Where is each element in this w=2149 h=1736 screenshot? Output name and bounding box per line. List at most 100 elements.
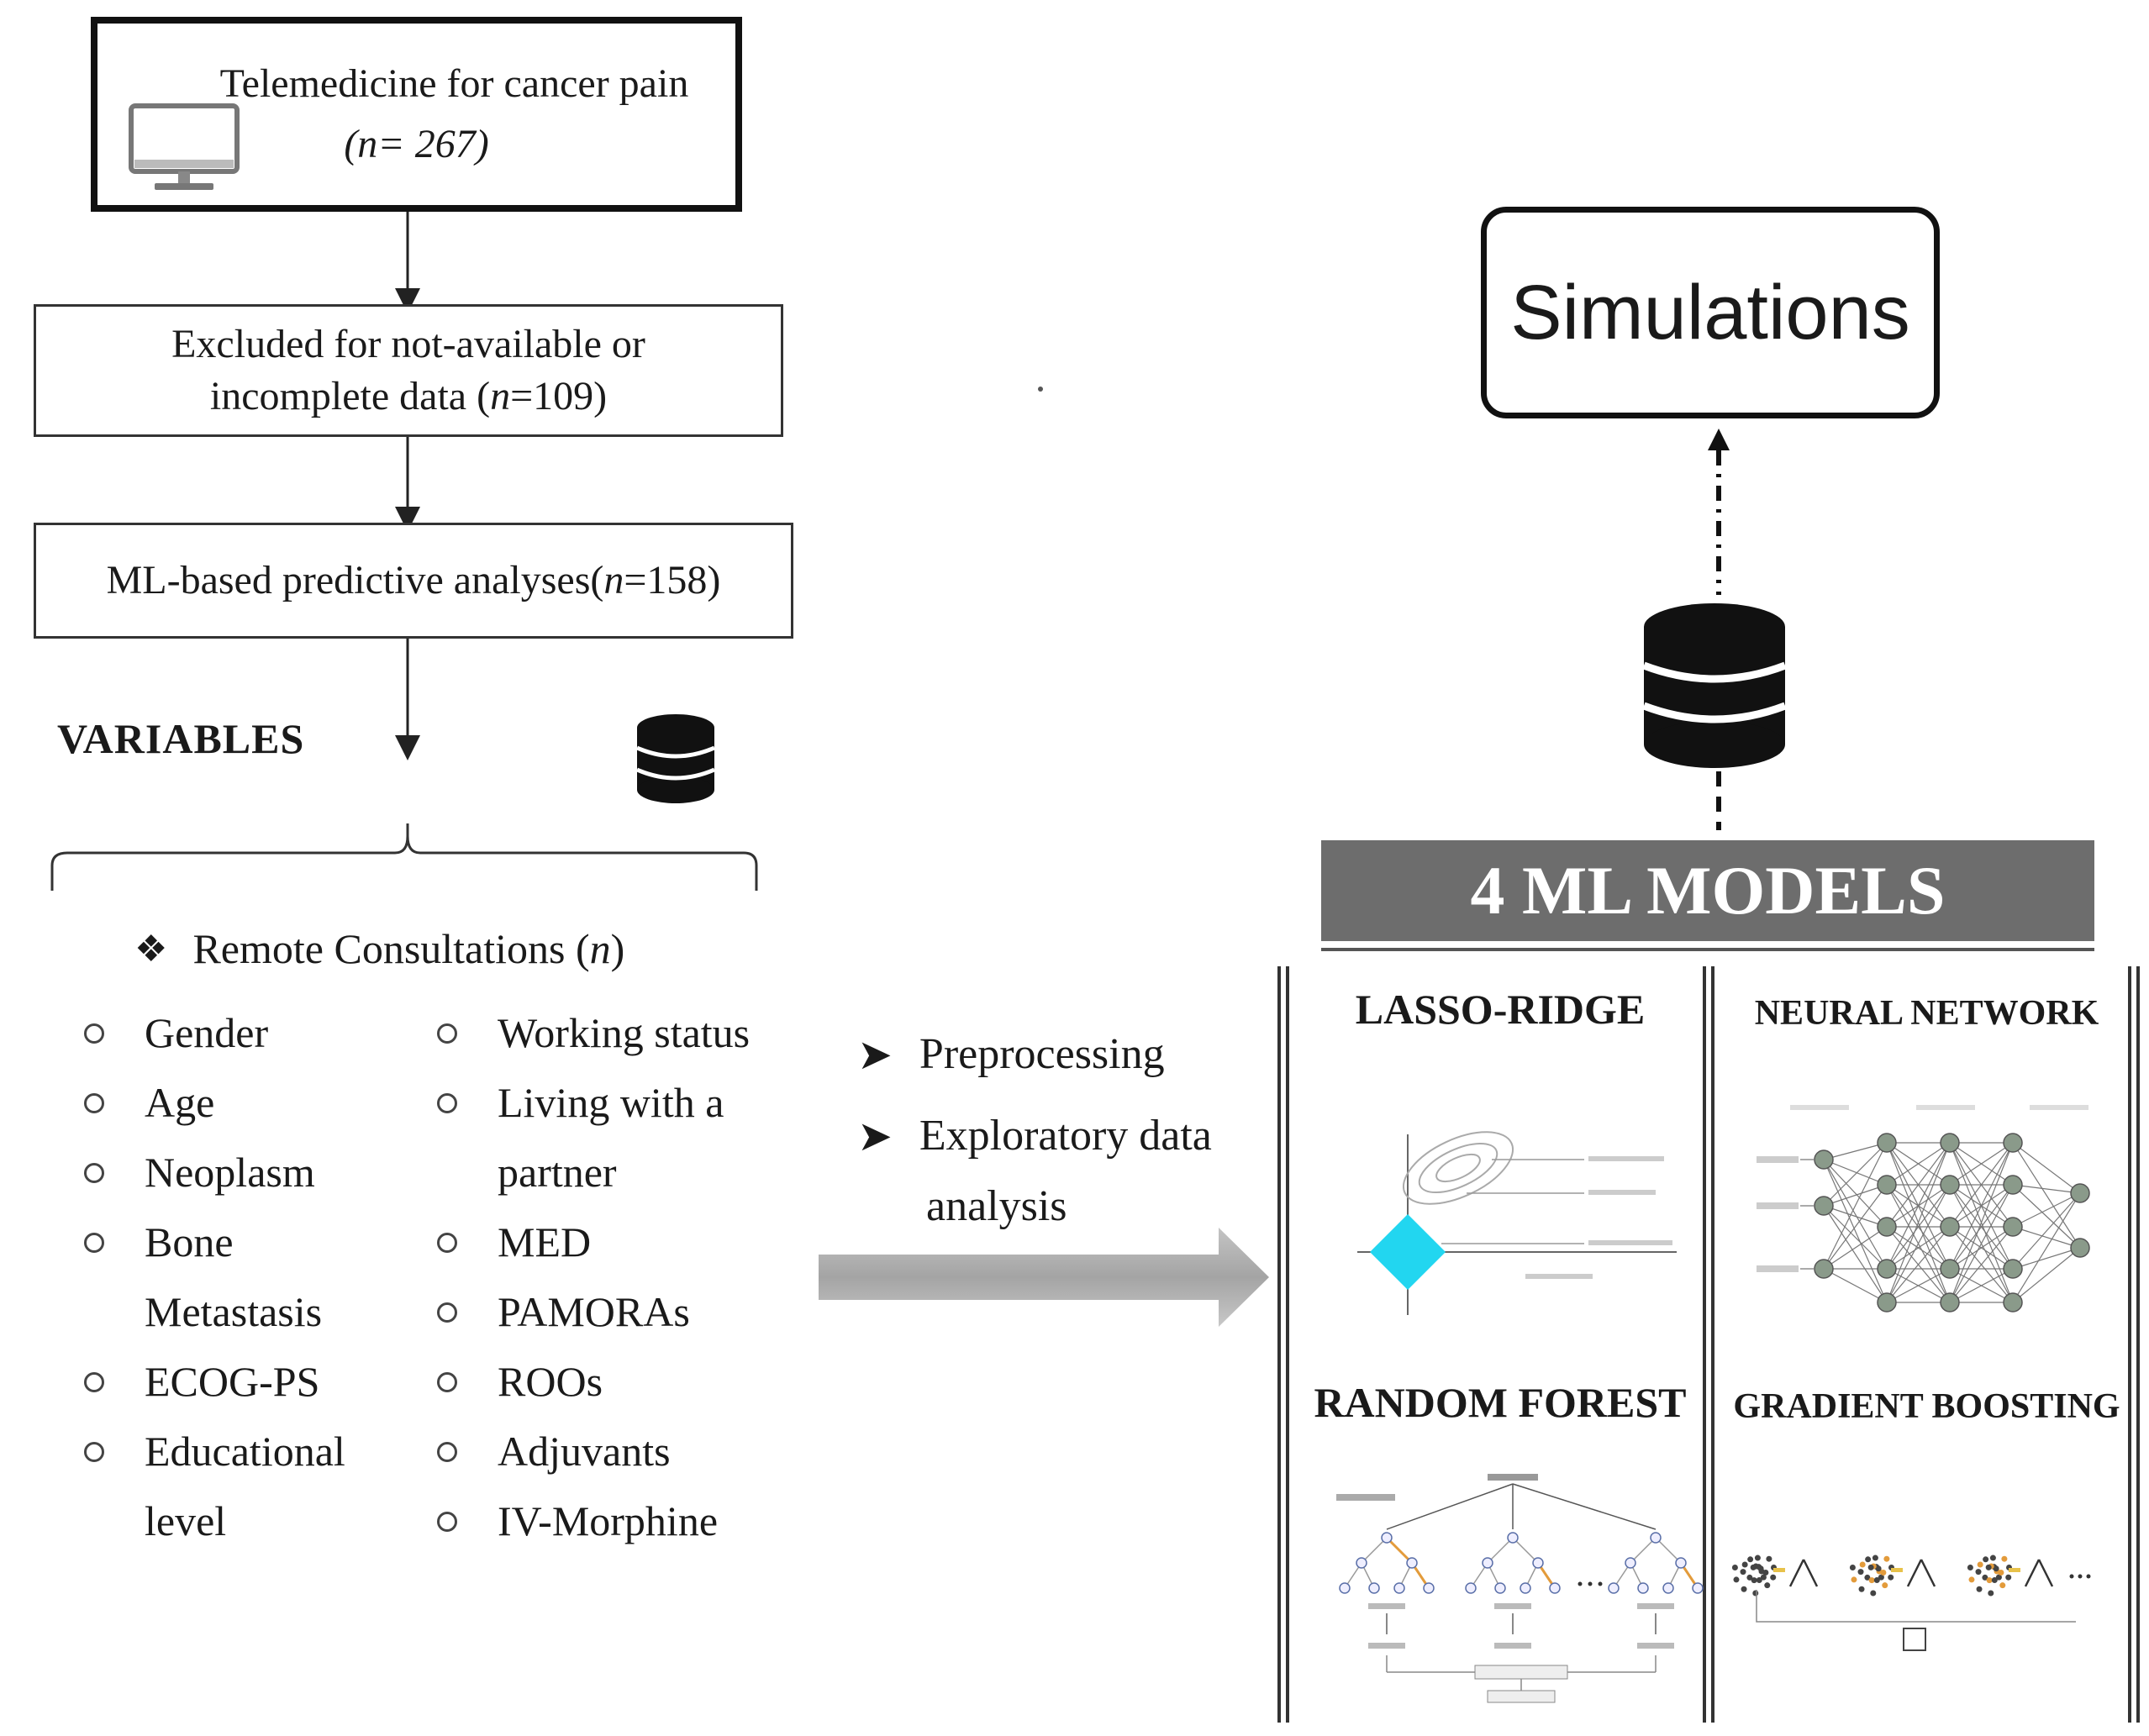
nn-node	[2003, 1133, 2023, 1153]
model-title-neural-network: NEURAL NETWORK	[1754, 994, 2099, 1033]
nn-node	[1940, 1217, 1960, 1237]
variable-label: partner	[498, 1149, 617, 1196]
gb-sample-dot	[1858, 1586, 1865, 1592]
variable-label: Working status	[498, 1009, 751, 1056]
rf-tree-node	[1406, 1557, 1418, 1569]
variable-label: Living with a	[498, 1079, 724, 1126]
gb-sample-dot	[1747, 1556, 1754, 1563]
circle-bullet-icon	[437, 1371, 457, 1392]
variable-item: Adjuvants	[437, 1417, 671, 1486]
variable-item: MED	[437, 1207, 591, 1277]
rf-tree-node	[1692, 1582, 1704, 1594]
gb-sample-dot	[1762, 1569, 1769, 1576]
gb-sample-dot	[1752, 1590, 1759, 1597]
variable-label: ROOs	[498, 1358, 603, 1405]
gb-sample-dot	[1733, 1576, 1740, 1583]
ml-models-header: 4 ML MODELS	[1321, 840, 2094, 941]
gb-sample-dot	[1975, 1569, 1982, 1576]
gb-sample-dot	[1888, 1574, 1894, 1581]
telemedicine-title: Telemedicine for cancer pain	[219, 60, 689, 106]
nn-node	[1940, 1175, 1960, 1195]
rf-tree-node	[1520, 1582, 1531, 1594]
nn-node	[2070, 1238, 2090, 1258]
nn-node	[1877, 1292, 1897, 1313]
gb-tree-icon	[1788, 1559, 1819, 1587]
gb-sample-dot	[1756, 1576, 1762, 1583]
rf-tree-node	[1381, 1532, 1393, 1544]
excluded-box: Excluded for not-available or incomplete…	[34, 304, 783, 437]
gb-sample-dot	[1985, 1564, 1992, 1570]
dashed-connector	[1708, 429, 1730, 830]
rf-tree-node	[1465, 1582, 1477, 1594]
nn-node	[2003, 1259, 2023, 1279]
circle-bullet-icon	[437, 1511, 457, 1532]
variable-label: Gender	[145, 1009, 269, 1056]
variable-item: Living with a partner	[437, 1068, 724, 1207]
gb-sample-dot	[1746, 1574, 1753, 1581]
ml-analyses-label: ML-based predictive analyses(n=158)	[106, 557, 721, 602]
variable-label: level	[145, 1497, 227, 1544]
database-icon-large	[1642, 603, 1787, 768]
excluded-line2: incomplete data (n=109)	[209, 374, 608, 418]
gb-sample-dot	[1878, 1574, 1884, 1581]
gb-sample-dot	[1770, 1574, 1777, 1581]
monitor-icon	[129, 103, 240, 190]
gb-sample-dot	[2001, 1555, 2008, 1562]
rf-tree-node	[1356, 1557, 1367, 1569]
gb-sample-dot	[1872, 1555, 1878, 1561]
gb-sample-dot	[1883, 1555, 1890, 1562]
circle-bullet-icon	[84, 1162, 104, 1183]
rf-tree-node	[1675, 1557, 1687, 1569]
eda-label-line2: analysis	[926, 1182, 1067, 1230]
variable-item: Neoplasm	[84, 1138, 315, 1207]
gb-sample-dot	[1983, 1556, 1989, 1563]
gb-sample-dot	[1999, 1582, 2006, 1589]
remote-consultations: ❖ Remote Consultations (n)	[134, 924, 624, 973]
nn-node	[1814, 1196, 1834, 1216]
rf-tree-node	[1637, 1582, 1649, 1594]
gb-sample-dot	[1982, 1574, 1988, 1581]
gb-sample-dot	[1998, 1569, 2004, 1576]
circle-bullet-icon	[84, 1441, 104, 1462]
gb-sample-dot	[1976, 1586, 1983, 1592]
rf-tree-node	[1507, 1532, 1519, 1544]
gb-sample-dot	[1750, 1564, 1757, 1570]
arrowhead-bullet-icon: ➤	[857, 1030, 893, 1078]
telemedicine-count: (n= 267)	[344, 122, 489, 166]
step-preprocessing: ➤ Preprocessing	[857, 1029, 1165, 1079]
circle-bullet-icon	[437, 1023, 457, 1044]
gb-tree-icon	[2024, 1559, 2054, 1587]
circle-bullet-icon	[84, 1023, 104, 1044]
database-icon	[636, 714, 715, 803]
lasso-diamond-shape	[1370, 1214, 1446, 1290]
gb-sample-dot	[1873, 1576, 1880, 1583]
gb-output-box	[1903, 1628, 1926, 1651]
gb-sample-dot	[1766, 1555, 1772, 1562]
gb-sample-dot	[1989, 1555, 1996, 1561]
neural-network-illustration	[1757, 1105, 2090, 1313]
variable-item: Age	[84, 1068, 214, 1138]
remote-consultations-label: Remote Consultations (n)	[192, 925, 625, 972]
gb-sample-dot	[1868, 1577, 1875, 1584]
rf-tree-node	[1494, 1582, 1506, 1594]
circle-bullet-icon	[84, 1371, 104, 1392]
rf-tree-node	[1549, 1582, 1561, 1594]
gb-sample-dot	[1741, 1586, 1747, 1592]
variable-item: Working status	[437, 998, 750, 1068]
excluded-line1: Excluded for not-available or	[171, 321, 645, 366]
nn-node	[1940, 1259, 1960, 1279]
gb-sample-dot	[1882, 1582, 1888, 1589]
gb-sample-dot	[1849, 1564, 1856, 1570]
nn-node	[2003, 1217, 2023, 1237]
rf-tree-node	[1532, 1557, 1544, 1569]
nn-node	[2003, 1292, 2023, 1313]
variable-label: ECOG-PS	[145, 1358, 320, 1405]
nn-node	[1877, 1175, 1897, 1195]
nn-node	[1940, 1292, 1960, 1313]
gb-sample-dot	[1754, 1555, 1761, 1561]
rf-tree-node	[1393, 1582, 1405, 1594]
ml-analyses-box: ML-based predictive analyses(n=158)	[34, 523, 793, 639]
gb-sample-dot	[2005, 1574, 2012, 1581]
arrowhead-bullet-icon: ➤	[857, 1113, 893, 1160]
